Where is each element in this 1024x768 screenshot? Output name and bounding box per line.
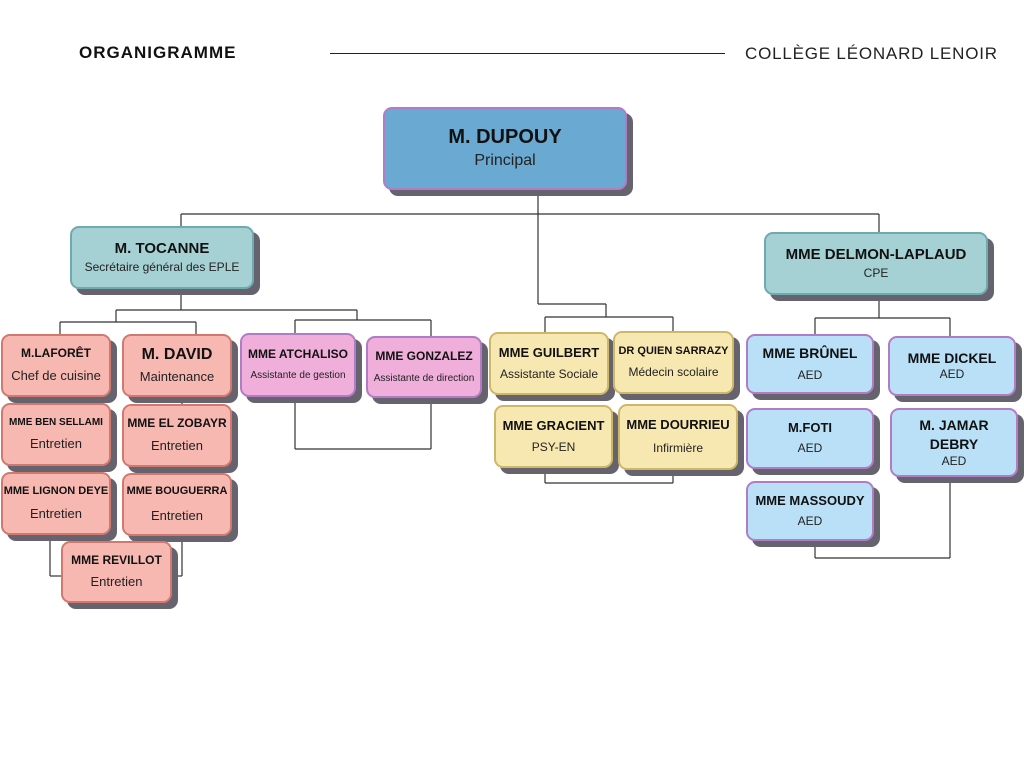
node-agent[interactable]: MME REVILLOT Entretien bbox=[61, 541, 172, 603]
node-name: MME BRÛNEL bbox=[762, 345, 858, 362]
node-role: Entretien bbox=[90, 574, 143, 590]
node-role: Assistante Sociale bbox=[499, 366, 599, 381]
node-medico-social[interactable]: MME DOURRIEU Infirmière bbox=[618, 404, 738, 470]
node-role: Entretien bbox=[29, 506, 83, 522]
node-role: Assistante de gestion bbox=[250, 370, 346, 382]
node-name: MME REVILLOT bbox=[71, 552, 162, 567]
node-name: MME LIGNON DEYE bbox=[3, 484, 109, 497]
page-title: ORGANIGRAMME bbox=[79, 43, 237, 62]
node-role: Assistante de direction bbox=[373, 372, 475, 384]
node-principal[interactable]: M. DUPOUY Principal bbox=[383, 107, 627, 190]
school-name: COLLÈGE LÉONARD LENOIR bbox=[745, 44, 998, 63]
node-name: M. DAVID bbox=[141, 346, 213, 364]
node-agent[interactable]: MME LIGNON DEYE Entretien bbox=[1, 472, 111, 535]
node-vie-scolaire[interactable]: MME DICKEL AED bbox=[888, 336, 1016, 396]
node-role: Entretien bbox=[150, 508, 204, 524]
node-agent[interactable]: M. DAVID Maintenance bbox=[122, 334, 232, 397]
node-vie-scolaire[interactable]: MME BRÛNEL AED bbox=[746, 334, 874, 394]
node-role: AED bbox=[797, 441, 823, 456]
node-medico-social[interactable]: MME GRACIENT PSY-EN bbox=[494, 405, 613, 468]
node-vie-scolaire[interactable]: M. JAMAR DEBRY AED bbox=[890, 408, 1018, 477]
node-role: AED bbox=[797, 513, 823, 528]
node-role: Entretien bbox=[29, 435, 83, 451]
node-administration[interactable]: MME ATCHALISO Assistante de gestion bbox=[240, 333, 356, 397]
node-role: Maintenance bbox=[139, 368, 215, 384]
node-name: MME GUILBERT bbox=[498, 344, 600, 360]
node-name: MME ATCHALISO bbox=[248, 347, 348, 362]
node-secretary[interactable]: M. TOCANNE Secrétaire général des EPLE bbox=[70, 226, 254, 289]
node-name: MME GONZALEZ bbox=[375, 348, 473, 363]
node-cpe[interactable]: MME DELMON-LAPLAUD CPE bbox=[764, 232, 988, 295]
node-name: M.LAFORÊT bbox=[21, 346, 91, 361]
node-name: MME BEN SELLAMI bbox=[9, 417, 103, 429]
node-name: M. JAMAR DEBRY bbox=[919, 416, 989, 452]
node-role: AED bbox=[941, 454, 967, 469]
node-name: MME EL ZOBAYR bbox=[127, 416, 227, 431]
node-role: Chef de cuisine bbox=[11, 367, 101, 383]
node-agent[interactable]: MME BOUGUERRA Entretien bbox=[122, 473, 232, 536]
node-administration[interactable]: MME GONZALEZ Assistante de direction bbox=[366, 336, 482, 398]
node-medico-social[interactable]: DR QUIEN SARRAZY Médecin scolaire bbox=[613, 331, 734, 394]
node-role: Secrétaire général des EPLE bbox=[84, 259, 240, 274]
node-role: CPE bbox=[863, 265, 889, 280]
node-agent[interactable]: MME EL ZOBAYR Entretien bbox=[122, 404, 232, 467]
node-role: Entretien bbox=[150, 437, 204, 453]
node-name: MME DOURRIEU bbox=[626, 417, 730, 433]
node-agent[interactable]: M.LAFORÊT Chef de cuisine bbox=[1, 334, 111, 397]
node-name: MME BOUGUERRA bbox=[126, 484, 228, 497]
node-role: AED bbox=[797, 368, 823, 383]
node-name: MME MASSOUDY bbox=[755, 492, 865, 508]
node-role: AED bbox=[939, 367, 965, 382]
node-medico-social[interactable]: MME GUILBERT Assistante Sociale bbox=[489, 332, 609, 395]
node-name: M.FOTI bbox=[787, 420, 833, 436]
node-vie-scolaire[interactable]: M.FOTI AED bbox=[746, 408, 874, 469]
node-role: Médecin scolaire bbox=[628, 364, 719, 379]
node-role: Infirmière bbox=[652, 441, 703, 456]
node-vie-scolaire[interactable]: MME MASSOUDY AED bbox=[746, 481, 874, 541]
node-name: MME DELMON-LAPLAUD bbox=[785, 246, 967, 264]
header-divider bbox=[330, 53, 725, 54]
node-agent[interactable]: MME BEN SELLAMI Entretien bbox=[1, 403, 111, 466]
node-name: MME DICKEL bbox=[907, 350, 997, 367]
node-name: M. DUPOUY bbox=[448, 126, 562, 149]
node-role: PSY-EN bbox=[531, 439, 576, 454]
node-role: Principal bbox=[474, 152, 536, 170]
node-name: M. TOCANNE bbox=[114, 240, 210, 258]
node-name: DR QUIEN SARRAZY bbox=[618, 345, 729, 358]
node-name: MME GRACIENT bbox=[502, 417, 605, 433]
